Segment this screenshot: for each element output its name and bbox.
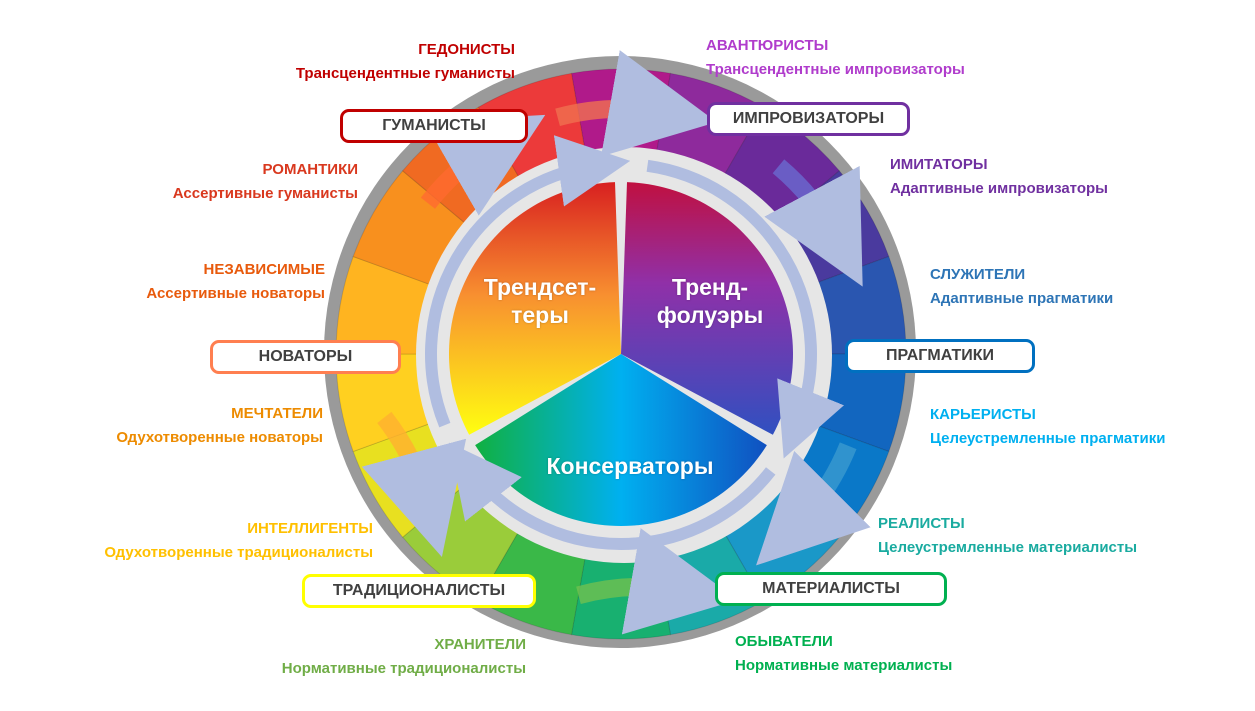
type-hedonists: ГЕДОНИСТЫ Трансцендентные гуманисты: [296, 38, 515, 86]
group-box-materialists: МАТЕРИАЛИСТЫ: [715, 572, 947, 606]
type-subtitle: Ассертивные гуманисты: [172, 185, 358, 202]
type-title: РОМАНТИКИ: [262, 161, 358, 178]
trendsetters-line2: теры: [511, 302, 569, 328]
type-title: ОБЫВАТЕЛИ: [735, 633, 833, 650]
type-title: ХРАНИТЕЛИ: [434, 636, 526, 653]
type-title: ИМИТАТОРЫ: [890, 156, 988, 173]
type-subtitle: Трансцендентные импровизаторы: [706, 61, 965, 78]
type-adventurers: АВАНТЮРИСТЫ Трансцендентные импровизаторы: [706, 34, 965, 82]
trendfollowers-label: Тренд- фолуэры: [640, 273, 780, 329]
trendfollowers-line2: фолуэры: [656, 302, 764, 328]
wheel-direction-arrow: [764, 159, 863, 287]
conservators-label: Консерваторы: [546, 453, 714, 479]
sector-trendfollowers: [621, 182, 794, 435]
group-box-humanists: ГУМАНИСТЫ: [340, 109, 528, 143]
type-title: НЕЗАВИСИМЫЕ: [203, 261, 325, 278]
type-subtitle: Целеустремленные материалисты: [878, 539, 1138, 556]
type-title: ГЕДОНИСТЫ: [418, 41, 515, 58]
type-romantics: РОМАНТИКИ Ассертивные гуманисты: [173, 158, 358, 206]
wheel-direction-arrow: [576, 528, 738, 635]
type-careerists: КАРЬЕРИСТЫ Целеустремленные прагматики: [930, 403, 1165, 451]
type-subtitle: Нормативные традиционалисты: [281, 660, 526, 677]
type-imitators: ИМИТАТОРЫ Адаптивные импровизаторы: [890, 153, 1108, 201]
type-subtitle: Одухотворенные новаторы: [116, 429, 323, 446]
type-title: КАРЬЕРИСТЫ: [930, 406, 1036, 423]
wheel-direction-arrow: [555, 50, 717, 157]
type-realists: РЕАЛИСТЫ Целеустремленные материалисты: [878, 512, 1137, 560]
group-box-traditionalists: ТРАДИЦИОНАЛИСТЫ: [302, 574, 536, 608]
wheel-direction-arrow: [361, 411, 467, 557]
type-intellectuals: ИНТЕЛЛИГЕНТЫ Одухотворенные традиционалис…: [104, 517, 373, 565]
type-title: РЕАЛИСТЫ: [878, 515, 965, 532]
group-box-innovators: НОВАТОРЫ: [210, 340, 401, 374]
type-subtitle: Целеустремленные прагматики: [930, 430, 1166, 447]
type-title: МЕЧТАТЕЛИ: [231, 405, 323, 422]
type-subtitle: Ассертивные новаторы: [146, 285, 325, 302]
type-subtitle: Нормативные материалисты: [735, 657, 953, 674]
sector-trendsetters: [449, 182, 621, 435]
ring-arrow-to-top: [425, 135, 631, 428]
type-independents: НЕЗАВИСИМЫЕ Ассертивные новаторы: [146, 258, 325, 306]
trendsetters-label: Трендсет- теры: [470, 273, 610, 329]
type-subtitle: Трансцендентные гуманисты: [295, 65, 515, 82]
type-ordinary: ОБЫВАТЕЛИ Нормативные материалисты: [735, 630, 952, 678]
wheel-direction-arrow: [756, 442, 871, 566]
type-keepers: ХРАНИТЕЛИ Нормативные традиционалисты: [282, 633, 526, 681]
type-subtitle: Адаптивные импровизаторы: [890, 180, 1108, 197]
trendsetters-line1: Трендсет-: [483, 274, 597, 300]
type-dreamers: МЕЧТАТЕЛИ Одухотворенные новаторы: [116, 402, 323, 450]
sector-conservators: [475, 354, 767, 526]
type-subtitle: Адаптивные прагматики: [930, 290, 1114, 307]
wheel-direction-arrow: [420, 114, 546, 216]
type-subtitle: Одухотворенные традиционалисты: [104, 544, 373, 561]
type-title: ИНТЕЛЛИГЕНТЫ: [247, 520, 373, 537]
type-title: СЛУЖИТЕЛИ: [930, 266, 1026, 283]
ring-arrow-to-lower-left: [449, 442, 776, 550]
trendfollowers-line1: Тренд-: [671, 274, 749, 300]
group-box-improvisers: ИМПРОВИЗАТОРЫ: [707, 102, 910, 136]
type-servants: СЛУЖИТЕЛИ Адаптивные прагматики: [930, 263, 1113, 311]
type-title: АВАНТЮРИСТЫ: [706, 37, 829, 54]
group-box-pragmatists: ПРАГМАТИКИ: [845, 339, 1035, 373]
